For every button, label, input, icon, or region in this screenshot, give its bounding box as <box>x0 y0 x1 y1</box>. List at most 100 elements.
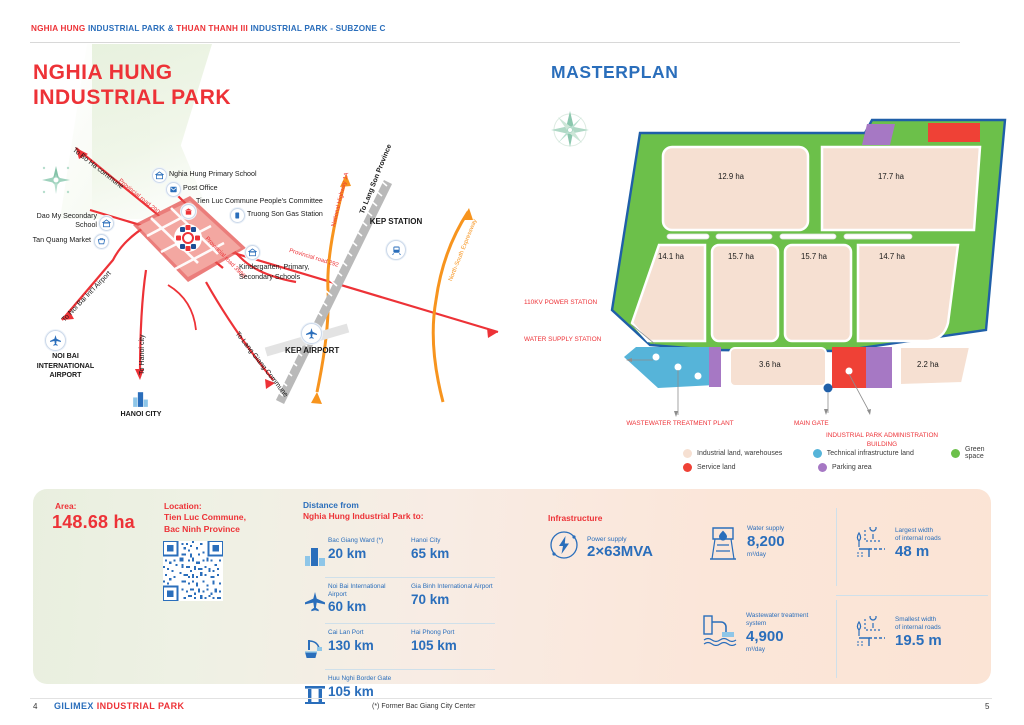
distance-heading-line1: Distance from <box>303 500 359 510</box>
wastewater-icon <box>702 612 738 651</box>
committee-icon <box>181 204 196 219</box>
road-min-text: Smallest width of internal roads 19.5 m <box>895 616 942 650</box>
location-line-1: Tien Luc Commune, <box>164 512 246 522</box>
parcel-label-6: 3.6 ha <box>759 360 781 369</box>
parcel-label-0: 12.9 ha <box>718 172 745 181</box>
distance-cap-3a: Huu Nghi Border Gate <box>328 675 392 682</box>
distance-cap-1b: Gia Binh International Airport <box>411 583 493 590</box>
distance-val-1b: 70 km <box>411 591 450 607</box>
landmark-kep-airport: KEP AIRPORT <box>285 346 340 355</box>
wastewater-unit: m³/day <box>746 646 765 653</box>
gate-icon <box>303 682 327 706</box>
wastewater-value: 4,900 <box>746 628 784 645</box>
distance-val-3a: 105 km <box>328 683 374 699</box>
footer-page-left: 4 <box>33 702 38 711</box>
legend-item-parking: Parking area <box>818 463 872 472</box>
water-tower-icon <box>707 525 739 568</box>
poi-label-gas-station: Truong Son Gas Station <box>247 210 323 218</box>
poi-label-peoples-committee: Tien Luc Commune People's Committee <box>196 197 323 205</box>
school-icon-3 <box>245 245 260 260</box>
water-supply-value: 8,200 <box>747 533 785 550</box>
road-width-icon-1 <box>855 524 887 564</box>
parcel-2-2 <box>899 346 972 387</box>
legend-swatch-parking <box>818 463 827 472</box>
school-icon-1 <box>152 168 167 183</box>
legend-swatch-technical <box>812 448 822 458</box>
distance-heading-line2: Nghia Hung Industrial Park to: <box>303 511 424 522</box>
infra-divider-v2 <box>836 600 837 678</box>
distance-cell-2b: Hai Phong Port 105 km <box>411 629 457 654</box>
port-icon <box>303 636 327 660</box>
water-supply-block: Water supply 8,200 m³/day <box>707 525 785 568</box>
train-station-icon <box>386 240 406 260</box>
water-supply-area <box>624 347 715 388</box>
water-supply-caption: Water supply <box>747 525 785 532</box>
qr-code[interactable] <box>161 539 225 603</box>
distance-cell-1a: Noi Bai International Airport 60 km <box>328 583 404 615</box>
parcel-12-9 <box>661 145 810 232</box>
school-icon-2 <box>99 216 114 231</box>
distance-heading-to: to: <box>412 511 424 521</box>
footer-note: (*) Former Bac Giang City Center <box>372 703 476 710</box>
location-map-graphic <box>42 147 499 404</box>
legend-swatch-service <box>683 463 692 472</box>
masterplan-title: MASTERPLAN <box>551 62 679 82</box>
parcel-17-7 <box>820 145 982 232</box>
distance-val-2a: 130 km <box>328 637 374 653</box>
footer-brand: GILIMEX INDUSTRIAL PARK <box>54 701 184 711</box>
parcel-label-1: 17.7 ha <box>878 172 905 181</box>
distance-cell-0a: Bac Giang Ward (*) 20 km <box>328 537 383 562</box>
legend-item-industrial: Industrial land, warehouses <box>683 448 813 458</box>
parcel-14-1 <box>630 243 707 343</box>
page-title-line1: NGHIA HUNG <box>33 61 173 84</box>
airport-icon-kep <box>301 323 322 344</box>
location-map: To Bo Ha commune To Noi Bai Int'l Airpor… <box>28 130 508 450</box>
poi-label-post-office: Post Office <box>183 184 218 192</box>
wastewater-caption-2: system <box>746 620 767 627</box>
wastewater-text: Wastewater treatment system 4,900 m³/day <box>746 612 808 653</box>
distance-grid: Bac Giang Ward (*) 20 km Hanoi City 65 k… <box>303 531 503 715</box>
road-max-caption-1: Largest width <box>895 527 934 534</box>
page-header: NGHIA HUNG INDUSTRIAL PARK & THUAN THANH… <box>31 24 386 33</box>
gas-station-icon <box>230 208 245 223</box>
legend-item-technical: Technical infrastructure land <box>812 448 951 458</box>
power-supply-block: Power supply 2×63MVA <box>547 528 653 567</box>
plane-icon <box>303 590 327 614</box>
distance-cap-0b: Hanoi City <box>411 537 441 544</box>
road-min-block: Smallest width of internal roads 19.5 m <box>855 613 942 653</box>
callout-power-station: 110KV POWER STATION <box>524 299 598 306</box>
main-gate-marker <box>823 383 833 393</box>
distance-cell-1b: Gia Binh International Airport 70 km <box>411 583 493 608</box>
road-min-caption-1: Smallest width <box>895 616 937 623</box>
post-office-icon <box>166 182 181 197</box>
legend-label-green: Green space <box>965 446 985 460</box>
landmark-noi-bai-airport: NOI BAI INTERNATIONAL AIRPORT <box>36 352 95 379</box>
location-value: Tien Luc Commune, Bac Ninh Province <box>164 512 246 535</box>
direction-label-hanoi: To Hanoi city <box>138 334 146 375</box>
distance-val-0b: 65 km <box>411 545 450 561</box>
poi-label-kindergarten: Kindergarten, Primary, Secondary Schools <box>239 263 310 281</box>
distance-cell-0b: Hanoi City 65 km <box>411 537 449 562</box>
footer-page-right: 5 <box>985 702 990 711</box>
distance-cap-2b: Hai Phong Port <box>411 629 455 636</box>
parcel-14-7 <box>856 243 960 343</box>
road-max-text: Largest width of internal roads 48 m <box>895 527 941 561</box>
wastewater-block: Wastewater treatment system 4,900 m³/day <box>702 612 808 653</box>
distance-cell-3a: Huu Nghi Border Gate 105 km <box>328 675 391 700</box>
distance-heading-park: Nghia Hung Industrial Park <box>303 511 413 521</box>
page-title-line2: INDUSTRIAL PARK <box>33 86 232 109</box>
header-part-1: NGHIA HUNG <box>31 24 88 33</box>
distance-row-0: Bac Giang Ward (*) 20 km Hanoi City 65 k… <box>303 531 503 577</box>
water-supply-unit: m³/day <box>747 551 766 558</box>
legend-swatch-industrial <box>683 448 692 458</box>
compass-rose-left <box>42 166 70 194</box>
parking-admin <box>866 347 892 388</box>
area-value: 148.68 ha <box>52 512 135 532</box>
legend-label-industrial: Industrial land, warehouses <box>697 449 783 457</box>
poi-label-primary-school: Nghia Hung Primary School <box>169 170 257 178</box>
distance-val-2b: 105 km <box>411 637 457 653</box>
airport-icon-noi-bai <box>45 330 66 351</box>
parcel-label-3: 15.7 ha <box>728 252 755 261</box>
parcel-label-4: 15.7 ha <box>801 252 828 261</box>
callout-admin-building: INDUSTRIAL PARK ADMINISTRATION BUILDING <box>825 432 939 448</box>
